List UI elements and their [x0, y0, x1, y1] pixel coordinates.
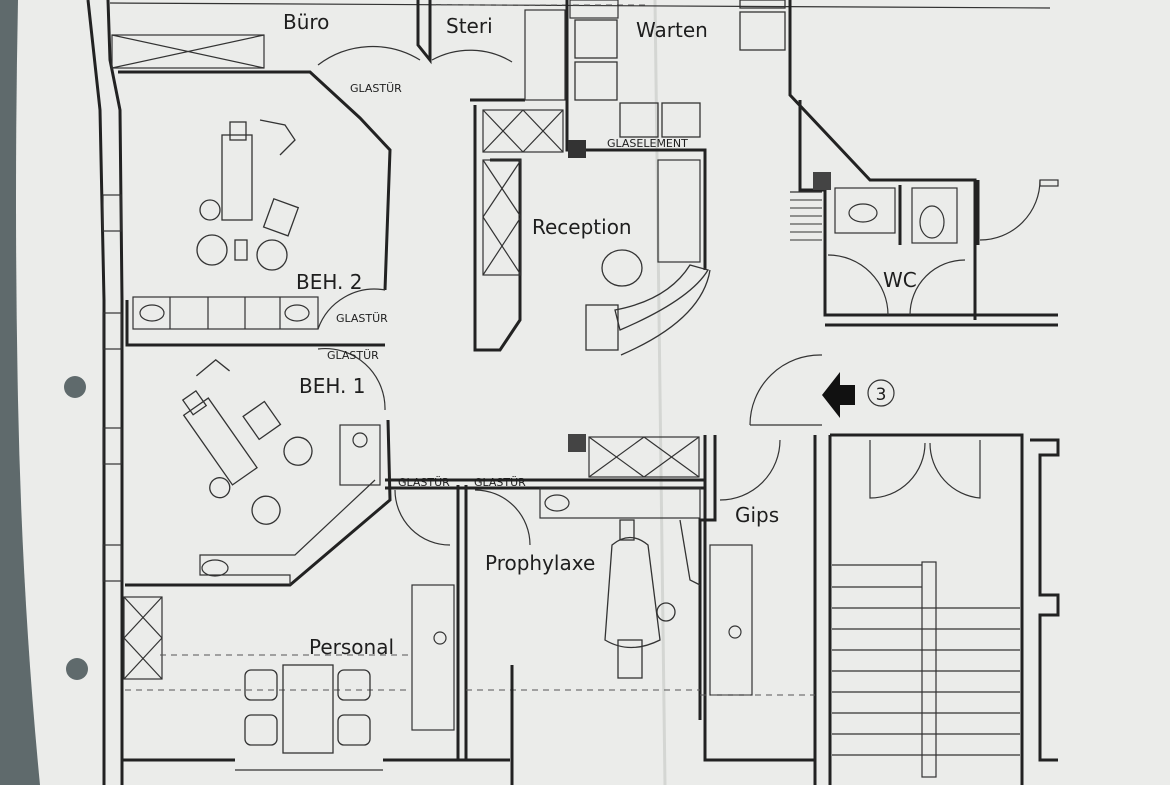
room-beh1-walls	[125, 419, 392, 587]
door-label-glastuer-beh1: GLASTÜR	[327, 349, 379, 362]
room-label-warten: Warten	[636, 18, 708, 42]
room-label-gips: Gips	[735, 503, 779, 527]
dental-chair-beh2	[196, 119, 300, 271]
door-label-glastuer-right: GLASTÜR	[474, 476, 526, 489]
room-prophylaxe-walls	[385, 434, 815, 762]
room-beh2-walls	[111, 0, 513, 411]
door-label-glastuer-beh2: GLASTÜR	[336, 312, 388, 325]
staircase	[830, 433, 1060, 785]
room-gips-walls	[700, 435, 832, 785]
waiting-chairs	[569, 0, 786, 138]
punch-hole-bottom	[66, 658, 88, 680]
entrance-number: 3	[876, 385, 887, 405]
punch-hole-top	[64, 376, 86, 398]
door-label-glastuer-left: GLASTÜR	[398, 476, 450, 489]
room-label-buero: Büro	[283, 10, 329, 34]
paper-fold	[653, 0, 667, 785]
paper-sheet	[16, 0, 1170, 785]
entrance-door	[749, 354, 895, 426]
room-reception-walls	[470, 0, 711, 356]
dental-chair-prophylaxe	[604, 519, 701, 679]
room-label-wc: WC	[883, 268, 917, 292]
glaselement-label: GLASELEMENT	[607, 137, 688, 150]
outer-walls	[86, 0, 1051, 785]
room-wc-walls	[788, 0, 1059, 327]
room-label-prophylaxe: Prophylaxe	[485, 551, 595, 575]
dental-chair-beh1	[181, 359, 313, 525]
room-label-personal: Personal	[309, 635, 394, 659]
door-label-glastuer-top: GLASTÜR	[350, 82, 402, 95]
room-label-reception: Reception	[532, 215, 632, 239]
room-label-steri: Steri	[446, 14, 493, 38]
room-personal-walls	[122, 596, 700, 785]
room-label-beh1: BEH. 1	[299, 374, 365, 398]
room-label-beh2: BEH. 2	[296, 270, 362, 294]
